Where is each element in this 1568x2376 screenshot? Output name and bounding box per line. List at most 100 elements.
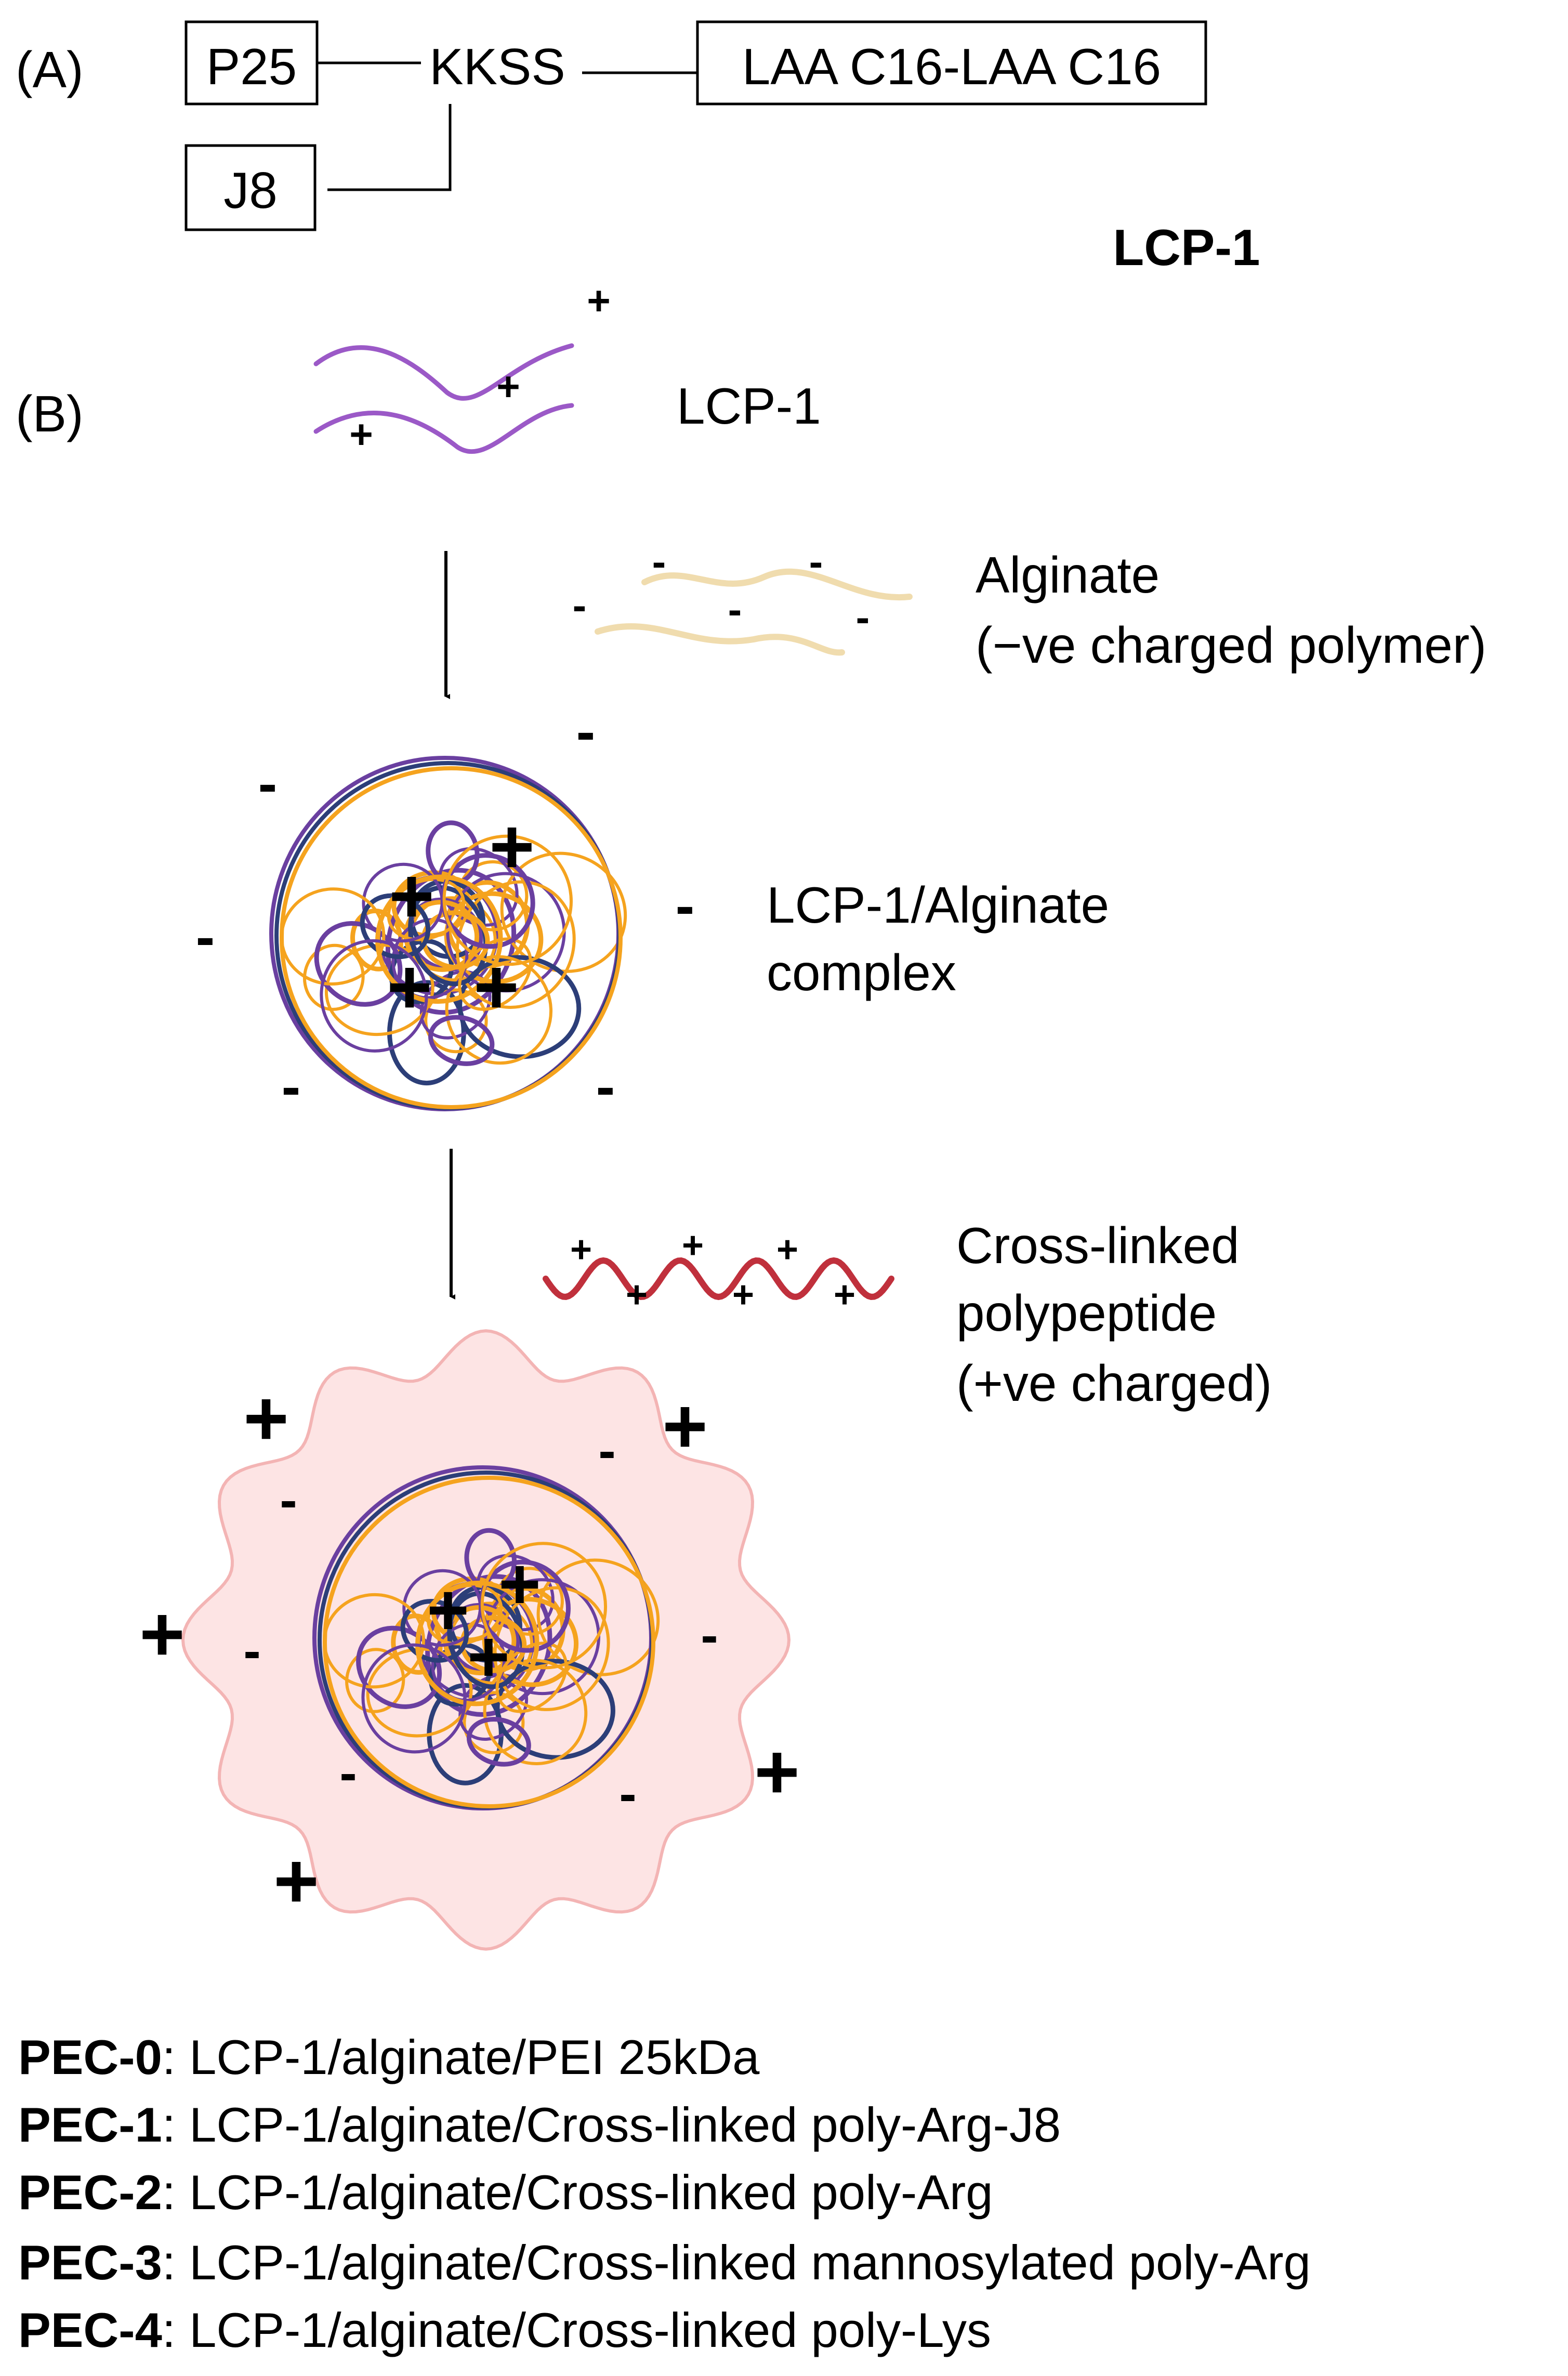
pec-outer-plus-3: +: [139, 1590, 185, 1677]
complex-minus-6: -: [596, 1055, 615, 1119]
lcp1-strand-lower: [313, 403, 574, 454]
p25-label: P25: [206, 38, 297, 95]
j8-label: J8: [223, 162, 278, 219]
coil-loop: [484, 1578, 601, 1696]
coil-loop: [389, 938, 454, 1004]
alginate-minus-3: -: [573, 582, 587, 628]
coil-loop: [440, 853, 535, 949]
coil-loop: [409, 878, 485, 959]
lcp1-plus-3: +: [349, 411, 373, 457]
polypeptide-plus-1: +: [570, 1229, 592, 1270]
complex-minus-1: -: [576, 700, 596, 764]
polypeptide-plus-4: +: [626, 1274, 648, 1316]
legend-line-3: PEC-3: LCP-1/alginate/Cross-linked manno…: [18, 2235, 1311, 2290]
polypeptide-plus-2: +: [682, 1225, 704, 1266]
complex-coils: [269, 756, 627, 1111]
legend: PEC-0: LCP-1/alginate/PEI 25kDa PEC-1: L…: [18, 2030, 1311, 2357]
complex-sphere: + + + +: [269, 756, 627, 1111]
coil-loop: [480, 1542, 608, 1670]
legend-code-1: PEC-1: [18, 2097, 162, 2152]
complex-label-2: complex: [767, 944, 956, 1001]
complex-plus-4: +: [473, 943, 519, 1030]
alginate-strand-upper: [641, 568, 913, 601]
coil-loop: [428, 1643, 492, 1707]
pec-particle: + + + + + + + + - - - - - -: [139, 1329, 800, 1951]
pec-outer-plus-5: +: [273, 1837, 319, 1924]
lipid-box: [696, 20, 1207, 106]
pec-inner-minus-2: -: [280, 1471, 297, 1529]
coil-loop: [375, 874, 503, 1004]
legend-code-2: PEC-2: [18, 2165, 162, 2220]
alginate-label-1: Alginate: [976, 546, 1159, 603]
coil-loop: [457, 955, 582, 1059]
coil-loop: [495, 1659, 615, 1760]
coil-loop: [415, 1580, 539, 1706]
legend-code-3: PEC-3: [18, 2235, 162, 2290]
coil-loop: [463, 1691, 525, 1754]
legend-code-4: PEC-4: [18, 2303, 162, 2357]
lcp1-label: LCP-1: [677, 377, 821, 435]
crosslinked-label-3: (+ve charged): [956, 1355, 1272, 1412]
coil-loop: [455, 880, 576, 1009]
pec-outer-plus-1: +: [243, 1374, 289, 1462]
coil-loop: [459, 1615, 527, 1673]
coil-loop: [428, 1015, 495, 1066]
pec-core-coils: [312, 1465, 660, 1810]
legend-line-1: PEC-1: LCP-1/alginate/Cross-linked poly-…: [18, 2097, 1061, 2152]
alginate-strands: - - - - -: [573, 539, 913, 656]
panel-a-caption: LCP-1: [1113, 219, 1260, 276]
crosslinked-label-2: polypeptide: [956, 1284, 1217, 1342]
pec-core-plus-3: +: [467, 1616, 510, 1697]
legend-desc-1: : LCP-1/alginate/Cross-linked poly-Arg-J…: [162, 2097, 1061, 2152]
coil-loop: [493, 1586, 610, 1711]
polypeptide-plus-5: +: [732, 1274, 754, 1316]
complex-minus-3: -: [676, 874, 695, 938]
complex-minus-5: -: [282, 1055, 301, 1119]
lcp1-plus-1: +: [587, 278, 611, 323]
complex-plus-2: +: [389, 852, 434, 939]
kkss-j8-connector: [327, 104, 452, 191]
pec-inner-minus-3: -: [701, 1606, 718, 1664]
pec-core-plus-2: +: [427, 1569, 469, 1650]
polypeptide-plus-3: +: [776, 1229, 798, 1270]
coil-loop: [446, 872, 566, 993]
lipid-label: LAA C16-LAA C16: [742, 38, 1161, 95]
complex-minus-4: -: [196, 905, 215, 969]
pec-inner-minus-5: -: [339, 1744, 357, 1802]
complex-minus-2: -: [258, 752, 278, 816]
pec-outer-plus-2: +: [662, 1382, 708, 1469]
coil-boundary: [280, 766, 623, 1109]
complex-label-1: LCP-1/Alginate: [767, 876, 1109, 934]
polypeptide-plus-6: +: [834, 1274, 855, 1316]
legend-desc-0: : LCP-1/alginate/PEI 25kDa: [162, 2030, 760, 2084]
pec-core-plus-1: +: [498, 1543, 541, 1624]
pec-inner-minus-6: -: [619, 1765, 636, 1823]
legend-desc-3: : LCP-1/alginate/Cross-linked mannosylat…: [162, 2235, 1311, 2290]
pec-inner-minus-1: -: [598, 1422, 615, 1480]
coil-boundary: [323, 1476, 655, 1808]
lcp1-strand-upper: [313, 343, 574, 401]
lcp1-strands: + + +: [313, 278, 611, 457]
coil-loop: [424, 988, 488, 1054]
legend-desc-4: : LCP-1/alginate/Cross-linked poly-Lys: [162, 2303, 991, 2357]
crosslinked-label-1: Cross-linked: [956, 1217, 1240, 1274]
coil-loop: [466, 1717, 531, 1767]
pec-core: + + +: [312, 1465, 660, 1810]
pec-outer-plus-4: +: [754, 1728, 800, 1815]
coil-loop: [361, 1643, 467, 1754]
coil-loop: [442, 834, 573, 966]
panel-b-label: (B): [16, 385, 84, 442]
alginate-minus-2: -: [809, 539, 823, 585]
legend-line-0: PEC-0: LCP-1/alginate/PEI 25kDa: [18, 2030, 760, 2084]
legend-desc-2: : LCP-1/alginate/Cross-linked poly-Arg: [162, 2165, 993, 2220]
alginate-minus-1: -: [652, 539, 666, 585]
coil-loop: [448, 1584, 522, 1663]
coil-loop: [320, 939, 428, 1053]
alginate-minus-4: -: [728, 586, 742, 633]
polypeptide-wave: [543, 1257, 894, 1301]
panel-a-label: (A): [16, 41, 84, 98]
complex-plus-3: +: [387, 943, 432, 1030]
polypeptide-strand: + + + + + +: [543, 1225, 894, 1316]
legend-code-0: PEC-0: [18, 2030, 162, 2084]
